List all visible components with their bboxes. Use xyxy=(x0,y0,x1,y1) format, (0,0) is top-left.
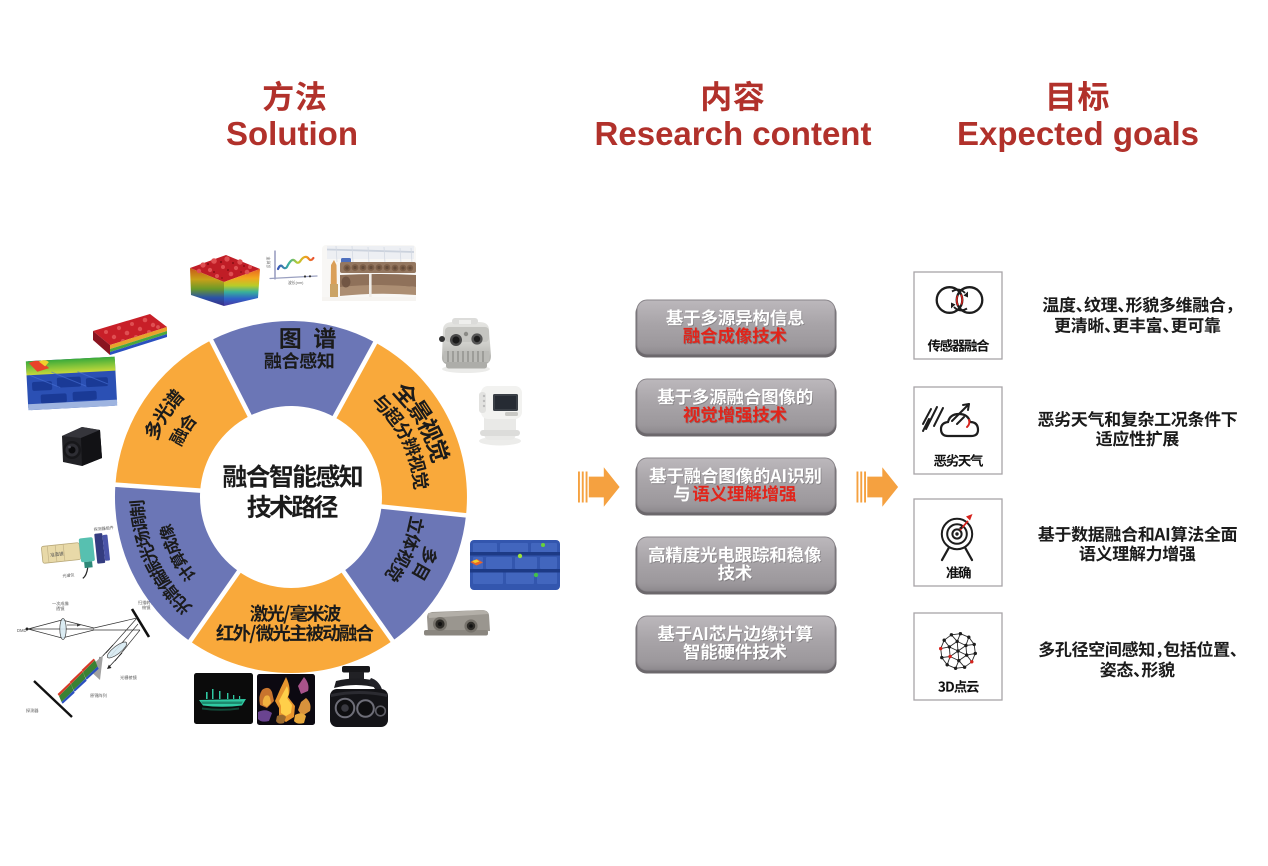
svg-text:DMD: DMD xyxy=(17,628,27,633)
svg-text:透镜: 透镜 xyxy=(56,605,65,612)
svg-text:Expected goals: Expected goals xyxy=(957,115,1199,152)
svg-text:准直镜: 准直镜 xyxy=(50,550,65,558)
svg-text:一次成像: 一次成像 xyxy=(52,600,70,607)
svg-text:探测器: 探测器 xyxy=(26,707,39,714)
svg-text:反射率: 反射率 xyxy=(266,256,271,268)
svg-text:探测器组件: 探测器组件 xyxy=(93,524,114,532)
svg-text:扫描转镜: 扫描转镜 xyxy=(138,599,156,606)
svg-text:光谱仪: 光谱仪 xyxy=(62,571,75,578)
svg-text:俯镜: 俯镜 xyxy=(142,604,151,611)
svg-text:光栅棱镜: 光栅棱镜 xyxy=(120,674,138,681)
svg-text:Solution: Solution xyxy=(226,115,358,152)
svg-text:波长(nm): 波长(nm) xyxy=(288,280,304,285)
svg-text:Research content: Research content xyxy=(595,115,872,152)
svg-text:原锦阵列: 原锦阵列 xyxy=(90,692,107,699)
